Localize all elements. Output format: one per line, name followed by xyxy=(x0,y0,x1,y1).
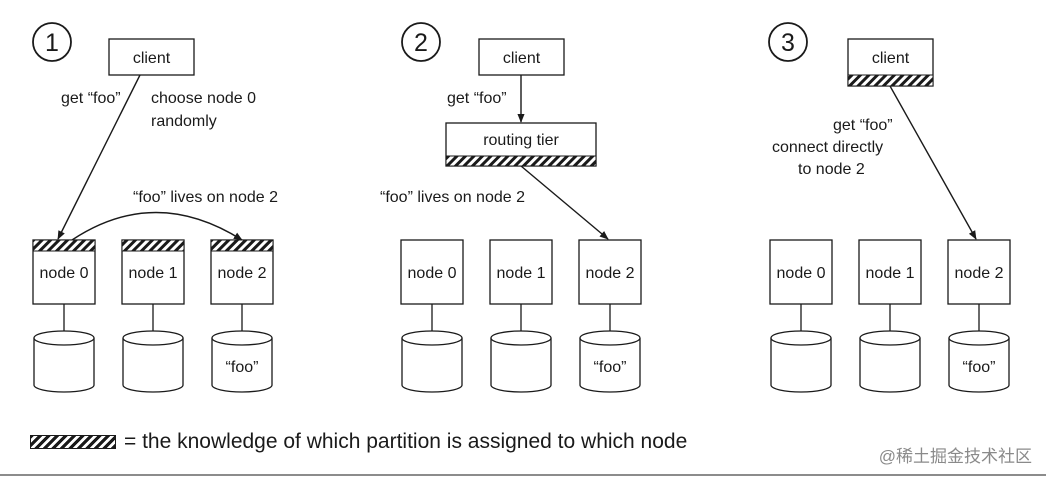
panel-1-node-1: node 1 xyxy=(121,239,185,305)
panel-2-client-box xyxy=(478,38,565,76)
panel-2-number: 2 xyxy=(414,29,428,57)
panel-3-node-0-label: node 0 xyxy=(777,265,826,282)
panel-2-node-0: node 0 xyxy=(400,239,464,305)
panel-1-client-box xyxy=(108,38,195,76)
panel-1-request-label: get “foo” xyxy=(61,90,121,107)
panel-1-node-1-label: node 1 xyxy=(129,265,178,282)
panel-2-db-2: “foo” xyxy=(579,330,641,393)
panel-2-db-2-label: “foo” xyxy=(594,359,627,376)
panel-1-node-2-hatch xyxy=(210,239,274,252)
panel-3-request-line-2: connect directly xyxy=(772,139,883,156)
panel-3-node-2-label: node 2 xyxy=(955,265,1004,282)
panel-1-forward-arrow xyxy=(71,211,243,241)
panel-3-db-2-label: “foo” xyxy=(963,359,996,376)
panel-3-request-line-3: to node 2 xyxy=(798,161,865,178)
bottom-divider xyxy=(0,474,1046,476)
panel-3-number: 3 xyxy=(781,29,795,57)
panel-1-node-2: node 2 xyxy=(210,239,274,305)
panel-3-db-0 xyxy=(770,330,832,393)
legend-text: = the knowledge of which partition is as… xyxy=(124,430,688,453)
panel-3-node-2: node 2 xyxy=(947,239,1011,305)
panel-3-db-1 xyxy=(859,330,921,393)
panel-1-request-arrow xyxy=(57,74,141,240)
panel-1-forward-label: “foo” lives on node 2 xyxy=(133,189,278,206)
watermark: @稀土掘金技术社区 xyxy=(878,447,1032,466)
panel-1: 1 client get “foo” choose node 0 randoml… xyxy=(32,22,278,393)
panel-1-db-0 xyxy=(33,330,95,393)
panel-1-node-0: node 0 xyxy=(32,239,96,305)
panel-2-number-circle xyxy=(401,22,441,62)
panel-3-node-1: node 1 xyxy=(858,239,922,305)
panel-2-db-1 xyxy=(490,330,552,393)
panel-2-forward-label: “foo” lives on node 2 xyxy=(380,189,525,206)
panel-1-node-0-label: node 0 xyxy=(40,265,89,282)
panel-2-forward-arrow xyxy=(520,165,609,240)
panel-1-node-0-hatch xyxy=(32,239,96,252)
panel-1-node-2-label: node 2 xyxy=(218,265,267,282)
panel-2-node-1-label: node 1 xyxy=(497,265,546,282)
panel-3-request-line-1: get “foo” xyxy=(833,117,893,134)
panel-2-routing-tier-label: routing tier xyxy=(483,132,559,149)
panel-2-node-1: node 1 xyxy=(489,239,553,305)
panel-1-number-circle xyxy=(32,22,72,62)
panel-1-db-2-label: “foo” xyxy=(226,359,259,376)
legend-hatch-swatch xyxy=(30,435,116,449)
panel-3: 3 client get “foo” connect directly to n… xyxy=(768,22,1011,393)
panel-2-request-label: get “foo” xyxy=(447,90,507,107)
panel-2-node-0-label: node 0 xyxy=(408,265,457,282)
panel-1-number: 1 xyxy=(45,29,59,57)
panel-2-node-2-label: node 2 xyxy=(586,265,635,282)
panel-3-number-circle xyxy=(768,22,808,62)
panel-2-routing-tier-hatch xyxy=(445,155,597,167)
panel-2-db-0 xyxy=(401,330,463,393)
legend: = the knowledge of which partition is as… xyxy=(30,424,687,460)
panel-1-db-2: “foo” xyxy=(211,330,273,393)
panel-1-db-1 xyxy=(122,330,184,393)
panel-2-client-label: client xyxy=(503,50,541,67)
panel-3-node-0: node 0 xyxy=(769,239,833,305)
panel-1-note-line-2: randomly xyxy=(151,113,217,130)
panel-3-db-2: “foo” xyxy=(948,330,1010,393)
panel-1-note-line-1: choose node 0 xyxy=(151,90,256,107)
panel-2: 2 client get “foo” routing tier “foo” li… xyxy=(380,22,642,393)
panel-2-node-2: node 2 xyxy=(578,239,642,305)
panel-3-node-1-label: node 1 xyxy=(866,265,915,282)
panel-1-node-1-hatch xyxy=(121,239,185,252)
panel-3-client-label: client xyxy=(872,50,910,67)
panel-3-request-arrow xyxy=(889,85,977,240)
panel-1-client-label: client xyxy=(133,50,171,67)
panel-3-client-hatch xyxy=(847,74,934,87)
